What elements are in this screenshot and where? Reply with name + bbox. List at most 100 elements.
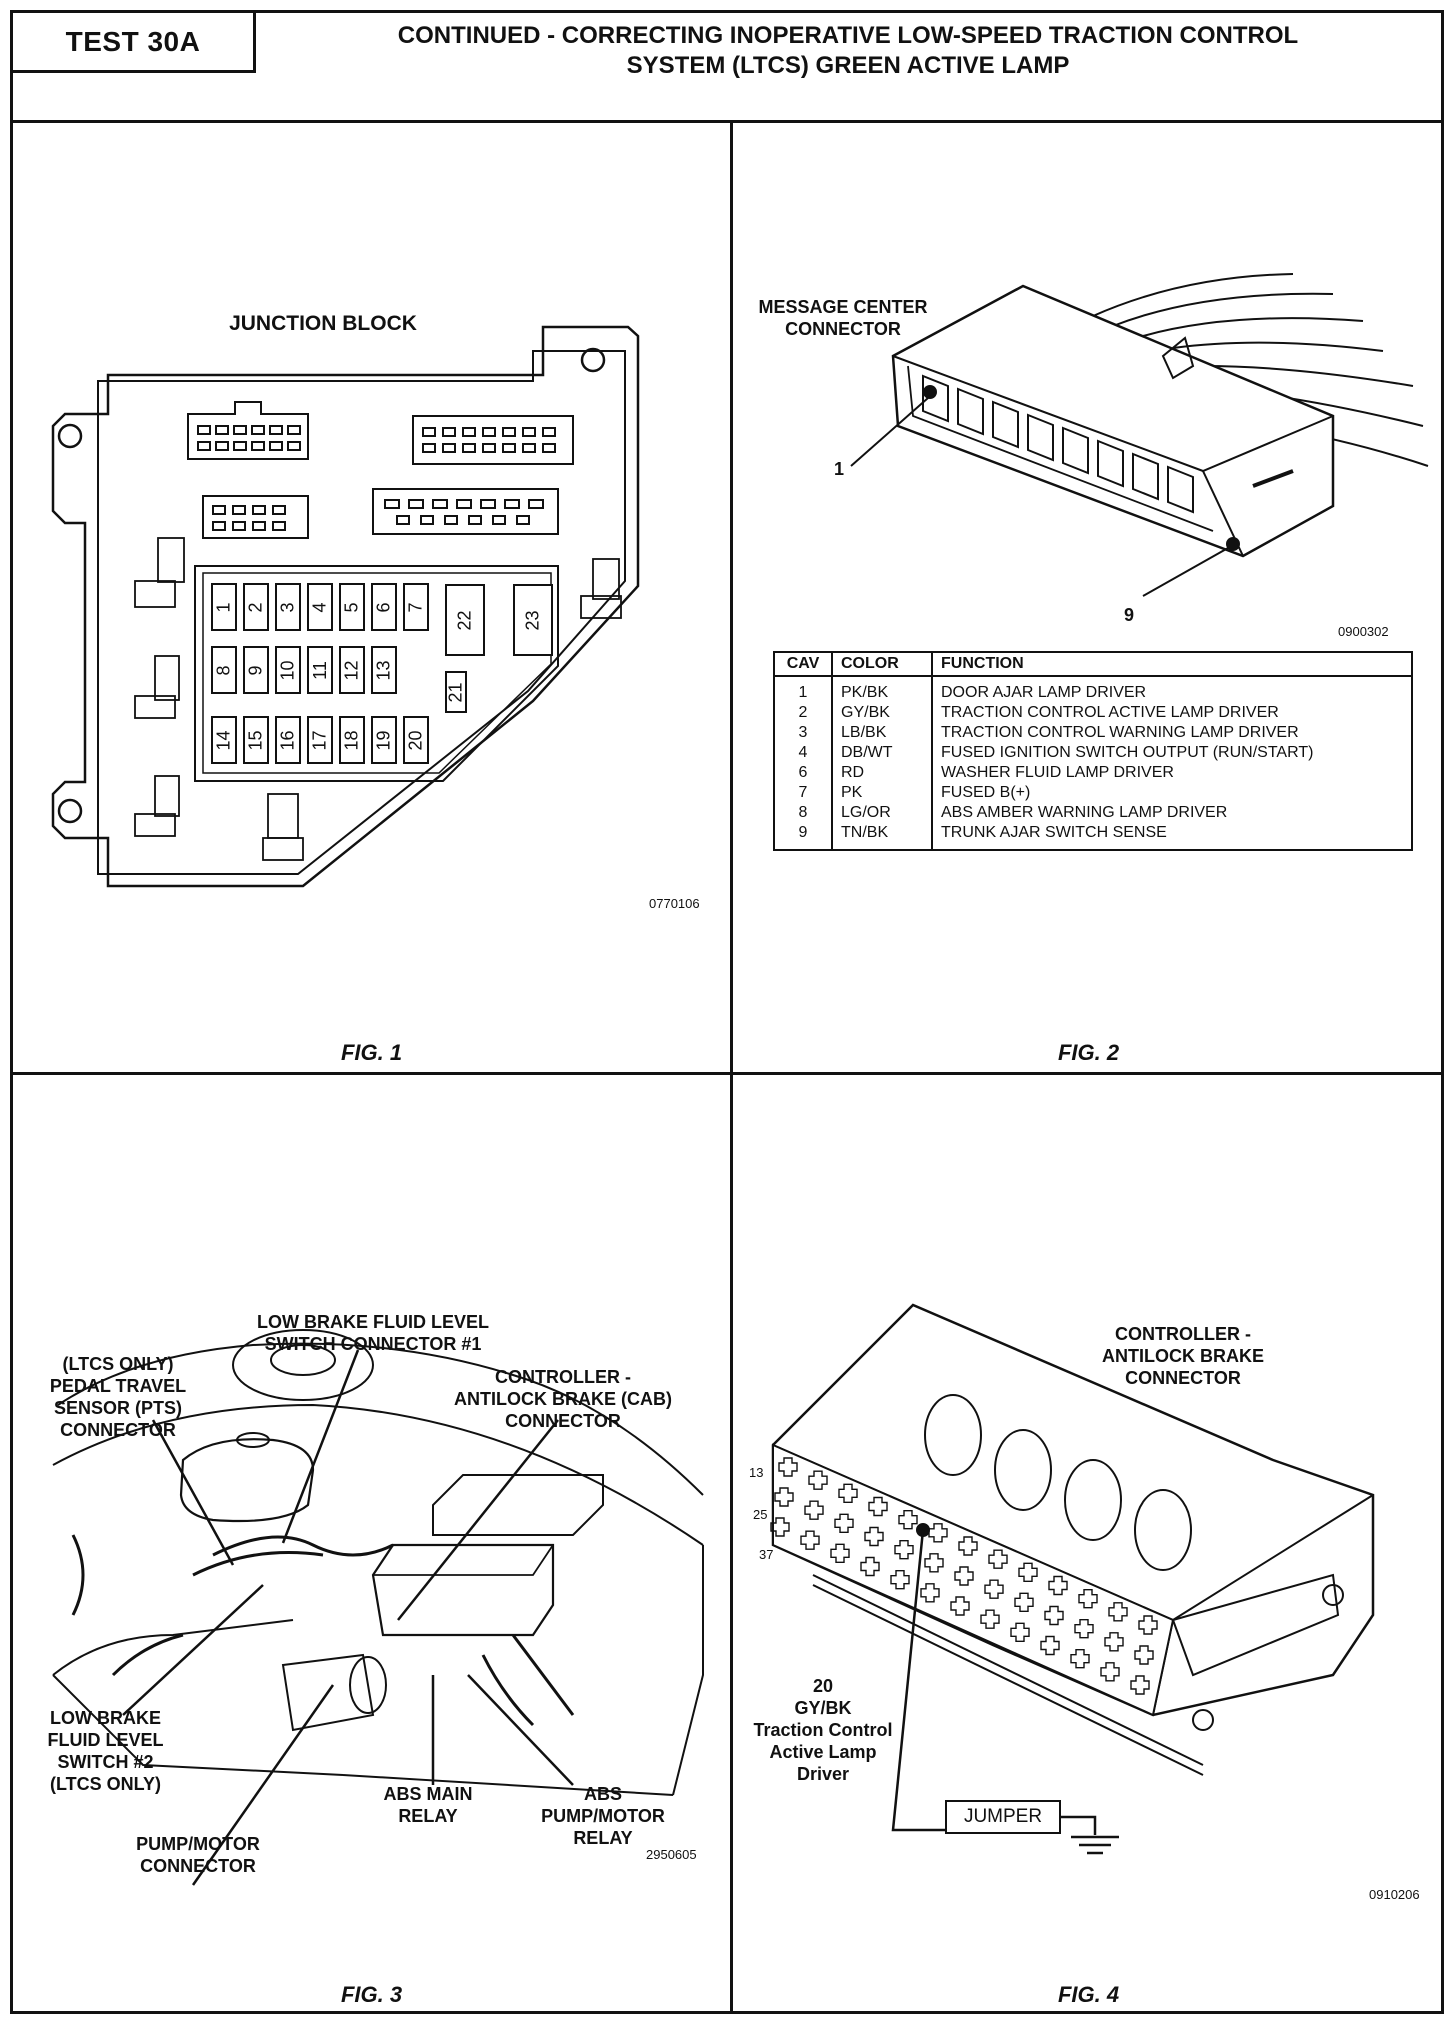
message-center-label-line1: MESSAGE CENTER xyxy=(758,297,928,317)
connector-cavity xyxy=(958,1536,978,1556)
junction-block-inner-border xyxy=(97,350,626,875)
fuse-number: 10 xyxy=(277,659,298,681)
wiring-harness xyxy=(71,1534,575,1727)
connector-cavity xyxy=(950,1596,970,1616)
connector-cavity xyxy=(1070,1648,1090,1669)
pump-motor xyxy=(281,1653,375,1732)
color-cell: PK xyxy=(832,783,933,803)
cab-line2: ANTILOCK BRAKE (CAB) xyxy=(454,1389,672,1409)
function-cell: FUSED B(+) xyxy=(932,783,1413,803)
side-label-25: 25 xyxy=(753,1507,768,1522)
low-brake-2-line1: LOW BRAKE xyxy=(50,1708,161,1728)
connector-cavity xyxy=(1134,1645,1154,1665)
fuse-8: 8 xyxy=(211,646,237,694)
pin-line2: GY/BK xyxy=(794,1698,852,1718)
fuse-22: 22 xyxy=(445,584,485,656)
cav-cell: 4 xyxy=(774,743,833,763)
fuse-14: 14 xyxy=(211,716,237,764)
fig1-caption: FIG. 1 xyxy=(340,1040,403,1065)
connector-cavity xyxy=(1104,1632,1124,1652)
connector-cavity xyxy=(924,1553,944,1573)
connector-cavity xyxy=(834,1513,854,1534)
pin-1-dot xyxy=(923,385,937,399)
connector-top-right xyxy=(412,415,574,465)
connector-cavity xyxy=(800,1530,820,1550)
connector-cavity xyxy=(778,1457,798,1477)
connector-cavity xyxy=(868,1496,888,1517)
fuse-number: 3 xyxy=(277,601,298,613)
pump-motor-connector-label: PUMP/MOTOR CONNECTOR xyxy=(108,1833,288,1877)
ground-lead xyxy=(1061,1815,1097,1835)
fuse-number: 4 xyxy=(309,601,330,613)
fig4-title-line3: CONNECTOR xyxy=(1125,1368,1241,1388)
page-header: TEST 30A CONTINUED - CORRECTING INOPERAT… xyxy=(13,13,1441,123)
jumper-wire xyxy=(891,1529,945,1832)
fuse-20: 20 xyxy=(403,716,429,764)
mount-hole-left-top xyxy=(57,423,83,449)
cab-connector-label: CONTROLLER - ANTILOCK BRAKE (CAB) CONNEC… xyxy=(423,1366,703,1432)
connector-cavity xyxy=(774,1487,794,1507)
color-cell: RD xyxy=(832,763,933,783)
fuse-12: 12 xyxy=(339,646,365,694)
connector-cavity xyxy=(920,1583,940,1603)
fig4-title-line2: ANTILOCK BRAKE xyxy=(1102,1346,1264,1366)
function-header: FUNCTION xyxy=(932,652,1413,677)
connector-cavity xyxy=(1100,1662,1120,1682)
connector-cavity xyxy=(1040,1635,1060,1656)
jumper-box: JUMPER xyxy=(945,1800,1061,1834)
connector-cavity xyxy=(1014,1592,1034,1613)
color-cell: DB/WT xyxy=(832,743,933,763)
fuse-number: 17 xyxy=(309,729,330,751)
fuse-number: 2 xyxy=(245,601,266,613)
color-cell: GY/BK xyxy=(832,703,933,723)
connector-body xyxy=(891,284,1335,558)
pin-20-label: 20 GY/BK Traction Control Active Lamp Dr… xyxy=(733,1675,913,1785)
ground-icon xyxy=(1071,1835,1119,1855)
service-manual-page: TEST 30A CONTINUED - CORRECTING INOPERAT… xyxy=(10,10,1444,2014)
connector-cavities xyxy=(922,374,1194,514)
engine-bay-drawing xyxy=(52,1329,704,1886)
cav-cell: 7 xyxy=(774,783,833,803)
connector-cavity xyxy=(980,1609,1000,1629)
abs-main-line1: ABS MAIN xyxy=(383,1784,473,1804)
abs-pump-line2: PUMP/MOTOR xyxy=(541,1806,665,1826)
color-cell: TN/BK xyxy=(832,823,933,850)
strut-tower xyxy=(232,1329,374,1401)
cav-cell: 6 xyxy=(774,763,833,783)
connector-cavity xyxy=(838,1483,858,1504)
junction-block-drawing xyxy=(51,325,640,888)
cav-header: CAV xyxy=(774,652,833,677)
pump-conn-line2: CONNECTOR xyxy=(140,1856,256,1876)
low-brake-switch-1-label: LOW BRAKE FLUID LEVEL SWITCH CONNECTOR #… xyxy=(223,1311,523,1355)
function-cell: WASHER FLUID LAMP DRIVER xyxy=(932,763,1413,783)
fuse-number: 21 xyxy=(445,681,466,703)
connector-cavity xyxy=(808,1470,828,1490)
mount-hole-right-top xyxy=(580,347,606,373)
message-center-label: MESSAGE CENTER CONNECTOR xyxy=(733,296,953,340)
fuse-3: 3 xyxy=(275,583,301,631)
fuse-15: 15 xyxy=(243,716,269,764)
fuse-21: 21 xyxy=(445,671,467,713)
abs-main-line2: RELAY xyxy=(398,1806,458,1826)
pin-line1: 20 xyxy=(812,1676,834,1696)
battery xyxy=(432,1474,604,1536)
fuse-number: 5 xyxy=(341,601,362,613)
fuse-16: 16 xyxy=(275,716,301,764)
fuse-18: 18 xyxy=(339,716,365,764)
fuse-number: 19 xyxy=(373,729,394,751)
junction-block-title: JUNCTION BLOCK xyxy=(229,312,417,335)
cav-cell: 9 xyxy=(774,823,833,850)
cab-connector-drawing xyxy=(770,1303,1375,1855)
fuse-panel-inner xyxy=(202,572,552,774)
connector-top-left xyxy=(187,401,309,460)
connector-cavity xyxy=(1138,1615,1158,1635)
fuse-number: 8 xyxy=(213,664,234,676)
title-line-2: SYSTEM (LTCS) GREEN ACTIVE LAMP xyxy=(626,52,1070,79)
fig2-panel: MESSAGE CENTER CONNECTOR xyxy=(733,126,1444,1072)
fuse-number: 20 xyxy=(405,729,426,751)
vertical-divider xyxy=(730,123,733,2014)
